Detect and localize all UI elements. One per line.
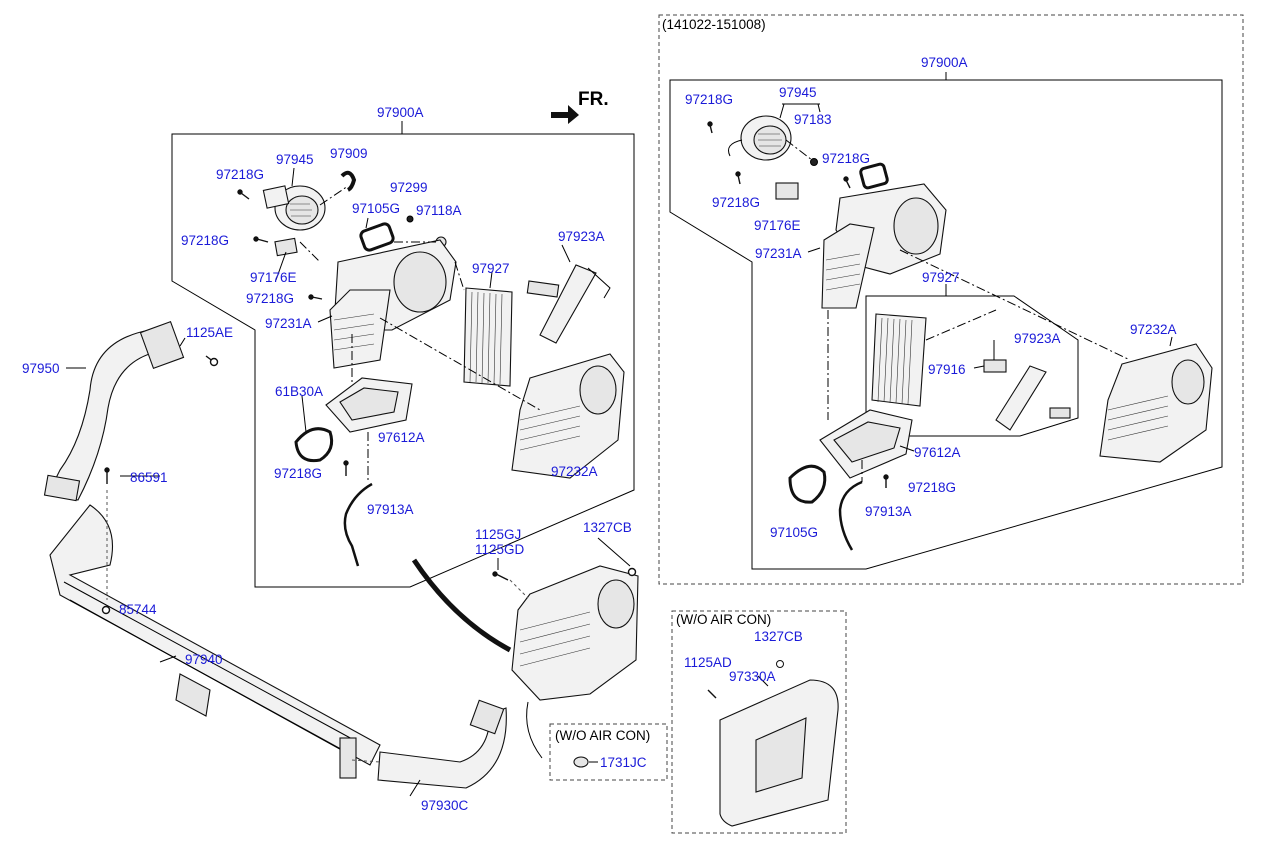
label-97916-right[interactable]: 97916 bbox=[928, 362, 966, 377]
label-1125ad[interactable]: 1125AD bbox=[684, 655, 732, 670]
clip-right-icon bbox=[810, 158, 818, 166]
label-1327cb-cover[interactable]: 1327CB bbox=[754, 629, 803, 644]
front-duct-icon bbox=[377, 699, 507, 789]
leader-lines-left bbox=[299, 185, 541, 482]
label-wo-aircon-small: (W/O AIR CON) bbox=[555, 728, 650, 743]
label-97218g-right-pan[interactable]: 97218G bbox=[908, 480, 956, 495]
left-assembly-frame bbox=[171, 121, 635, 588]
label-97330a[interactable]: 97330A bbox=[729, 669, 776, 684]
leader-lines-right bbox=[785, 139, 1131, 482]
label-85744[interactable]: 85744 bbox=[119, 602, 157, 617]
label-97927-left[interactable]: 97927 bbox=[472, 261, 510, 276]
label-97930c[interactable]: 97930C bbox=[421, 798, 469, 813]
label-wo-aircon-cover: (W/O AIR CON) bbox=[676, 612, 771, 627]
label-97105g-right[interactable]: 97105G bbox=[770, 525, 818, 540]
label-97945-right[interactable]: 97945 bbox=[779, 85, 817, 100]
drain-pan-right-icon bbox=[819, 409, 913, 479]
drain-hose-right-icon bbox=[838, 480, 863, 551]
label-61b30a-left[interactable]: 61B30A bbox=[275, 384, 323, 399]
case-left-icon bbox=[329, 239, 457, 369]
case-right-right-icon bbox=[1099, 343, 1213, 463]
gasket-left-icon bbox=[359, 222, 395, 252]
label-1731jc[interactable]: 1731JC bbox=[600, 755, 647, 770]
label-97218g-left-top[interactable]: 97218G bbox=[216, 167, 264, 182]
hvac-unit-icon bbox=[511, 565, 639, 759]
resistor-right-icon bbox=[775, 182, 799, 200]
blower-motor-right-icon bbox=[728, 115, 792, 161]
label-97183-right[interactable]: 97183 bbox=[794, 112, 832, 127]
label-97231a-left[interactable]: 97231A bbox=[265, 316, 312, 331]
bolt-duct-icons bbox=[101, 355, 637, 615]
case-right-left-icon bbox=[511, 353, 625, 479]
label-97900a-right[interactable]: 97900A bbox=[921, 55, 968, 70]
bracket-right-icon bbox=[983, 340, 1007, 373]
label-97612a-right[interactable]: 97612A bbox=[914, 445, 961, 460]
label-97176e-left[interactable]: 97176E bbox=[250, 270, 297, 285]
label-97232a-left[interactable]: 97232A bbox=[551, 464, 598, 479]
label-97927-right[interactable]: 97927 bbox=[922, 270, 960, 285]
seal-ring-left-icon bbox=[294, 427, 334, 463]
label-1125ae[interactable]: 1125AE bbox=[186, 325, 233, 340]
label-97218g-left-low[interactable]: 97218G bbox=[246, 291, 294, 306]
seal-small-left-icon bbox=[406, 215, 414, 223]
variant-right-box bbox=[658, 14, 1244, 585]
floor-duct-icon bbox=[49, 504, 381, 779]
label-97118a-left[interactable]: 97118A bbox=[416, 203, 462, 218]
label-date-range: (141022-151008) bbox=[662, 17, 766, 32]
gasket-right-top-icon bbox=[859, 162, 889, 190]
screw-left-icons bbox=[237, 189, 349, 476]
label-97913a-left[interactable]: 97913A bbox=[367, 502, 414, 517]
label-leaders bbox=[66, 103, 1173, 797]
heater-core-right-icon bbox=[871, 313, 927, 407]
resistor-left-icon bbox=[274, 237, 298, 257]
cover-97330a-icon bbox=[707, 660, 839, 827]
label-97231a-right[interactable]: 97231A bbox=[755, 246, 802, 261]
rear-duct-icon bbox=[43, 320, 185, 502]
label-97105g-left[interactable]: 97105G bbox=[352, 201, 400, 216]
screw-right-icons bbox=[707, 121, 889, 488]
vent-hose-left-icon bbox=[340, 170, 357, 192]
actuator-right-icon bbox=[995, 365, 1071, 431]
wo-aircon-small-box bbox=[549, 723, 668, 781]
forward-arrow-icon bbox=[551, 105, 579, 124]
actuator-left-icon bbox=[526, 264, 611, 344]
label-97923a-right[interactable]: 97923A bbox=[1014, 331, 1061, 346]
label-97218g-left-mid[interactable]: 97218G bbox=[181, 233, 229, 248]
drain-hose-left-icon bbox=[343, 482, 373, 567]
case-left-right-icon bbox=[821, 183, 947, 309]
label-97950[interactable]: 97950 bbox=[22, 361, 60, 376]
direction-label: FR. bbox=[578, 89, 609, 110]
label-97218g-right-right[interactable]: 97218G bbox=[822, 151, 870, 166]
wo-aircon-cover-box bbox=[671, 610, 847, 834]
label-97176e-right[interactable]: 97176E bbox=[754, 218, 801, 233]
label-97913a-right[interactable]: 97913A bbox=[865, 504, 912, 519]
callout-arrow bbox=[411, 558, 512, 653]
label-1327cb-unit[interactable]: 1327CB bbox=[583, 520, 632, 535]
label-97218g-right-left[interactable]: 97218G bbox=[712, 195, 760, 210]
label-97940[interactable]: 97940 bbox=[185, 652, 223, 667]
drain-pan-left-icon bbox=[325, 377, 413, 433]
label-1125gj[interactable]: 1125GJ bbox=[475, 527, 521, 542]
label-86591[interactable]: 86591 bbox=[130, 470, 168, 485]
right-assembly-frame bbox=[669, 72, 1223, 570]
label-97909-left[interactable]: 97909 bbox=[330, 146, 368, 161]
gasket-right-icon bbox=[788, 464, 827, 504]
grommet-1731jc-icon bbox=[573, 756, 589, 768]
label-97900a-left[interactable]: 97900A bbox=[377, 105, 424, 120]
blower-motor-left-icon bbox=[262, 185, 326, 231]
label-97923a-left[interactable]: 97923A bbox=[558, 229, 605, 244]
label-97945-left[interactable]: 97945 bbox=[276, 152, 314, 167]
label-1125gd[interactable]: 1125GD bbox=[475, 542, 525, 557]
label-97218g-right-top[interactable]: 97218G bbox=[685, 92, 733, 107]
label-97232a-right[interactable]: 97232A bbox=[1130, 322, 1177, 337]
heater-core-left-icon bbox=[463, 287, 513, 387]
duct-leader-lines bbox=[106, 490, 529, 763]
label-97612a-left[interactable]: 97612A bbox=[378, 430, 425, 445]
label-97218g-left-pan[interactable]: 97218G bbox=[274, 466, 322, 481]
label-97299-left[interactable]: 97299 bbox=[390, 180, 428, 195]
